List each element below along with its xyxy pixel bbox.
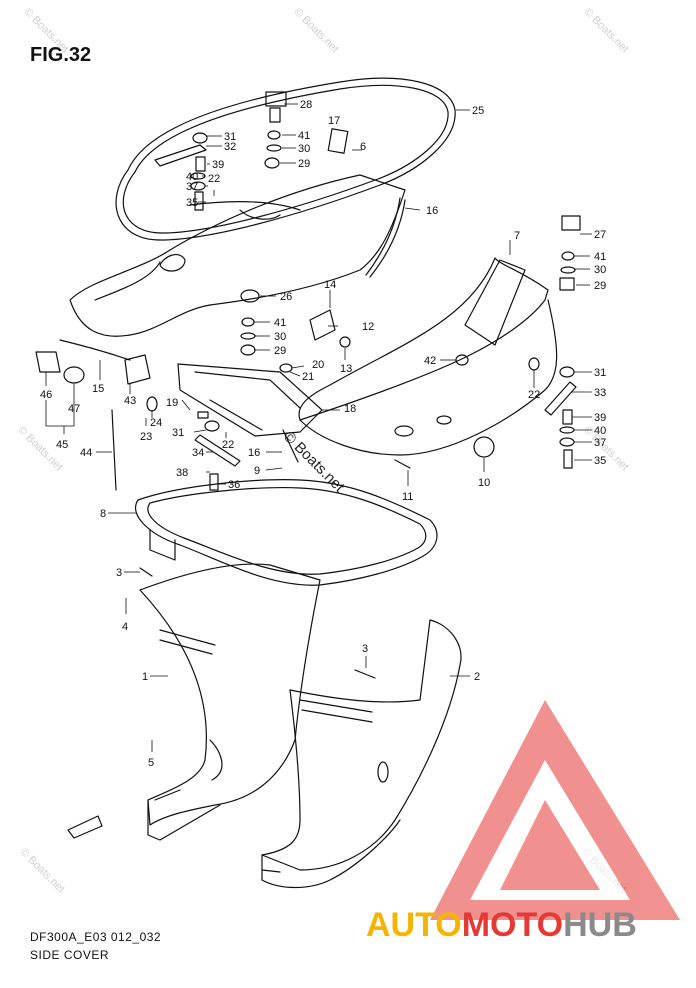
callout-37b: 37 bbox=[594, 437, 606, 449]
callout-23: 23 bbox=[140, 431, 152, 443]
lever-34 bbox=[194, 434, 241, 467]
callout-29b: 29 bbox=[594, 280, 606, 292]
callout-42: 42 bbox=[424, 355, 436, 367]
callout-13: 13 bbox=[340, 363, 352, 375]
callout-29c: 29 bbox=[274, 345, 286, 357]
frame-8 bbox=[135, 479, 438, 586]
callout-30: 30 bbox=[298, 143, 310, 155]
callout-34: 34 bbox=[192, 447, 204, 459]
callout-44: 44 bbox=[80, 447, 92, 459]
callout-4: 4 bbox=[122, 621, 128, 633]
callout-27: 27 bbox=[594, 229, 606, 241]
callout-16b: 16 bbox=[248, 447, 260, 459]
callout-30b: 30 bbox=[594, 264, 606, 276]
callout-41b: 41 bbox=[594, 251, 606, 263]
strip-16-mid bbox=[282, 429, 299, 463]
callout-35b: 35 bbox=[594, 455, 606, 467]
brand-logo-triangle bbox=[430, 700, 680, 920]
callout-35: 35 bbox=[186, 197, 198, 209]
callout-26: 26 bbox=[280, 291, 292, 303]
callout-29: 29 bbox=[298, 158, 310, 170]
grommet-46 bbox=[35, 351, 61, 373]
callout-18: 18 bbox=[344, 403, 356, 415]
strip-16-top bbox=[365, 197, 401, 276]
callout-22c: 22 bbox=[528, 389, 540, 401]
label-17 bbox=[327, 128, 349, 154]
callout-43: 43 bbox=[124, 395, 136, 407]
lever-32 bbox=[154, 144, 207, 167]
callout-19: 19 bbox=[166, 397, 178, 409]
callout-17: 17 bbox=[328, 115, 340, 127]
callout-6: 6 bbox=[360, 141, 366, 153]
callout-47: 47 bbox=[68, 403, 80, 415]
callout-33: 33 bbox=[594, 387, 606, 399]
callout-46: 46 bbox=[40, 389, 52, 401]
grommet-43 bbox=[124, 354, 151, 385]
callout-15: 15 bbox=[92, 383, 104, 395]
callout-5: 5 bbox=[148, 757, 154, 769]
lower-cover-2 bbox=[261, 619, 462, 889]
plug-47 bbox=[63, 366, 85, 384]
callout-28: 28 bbox=[300, 99, 312, 111]
callout-31c: 31 bbox=[594, 367, 606, 379]
fastener-26 bbox=[240, 289, 260, 303]
fastener-28 bbox=[265, 91, 287, 107]
fwd-arrow bbox=[67, 815, 103, 839]
top-cover-6 bbox=[69, 174, 406, 337]
callout-40b: 40 bbox=[594, 425, 606, 437]
cable-tie-44 bbox=[111, 409, 117, 491]
callout-10: 10 bbox=[478, 477, 490, 489]
callout-11: 11 bbox=[402, 491, 413, 503]
clip-3b bbox=[354, 669, 376, 679]
seal-ring-25 bbox=[115, 77, 456, 241]
bracket-12 bbox=[309, 309, 336, 341]
callout-8: 8 bbox=[100, 508, 106, 520]
callout-9: 9 bbox=[254, 465, 260, 477]
callout-37: 37 bbox=[186, 181, 198, 193]
brand-wordmark: AUTOMOTOHUB bbox=[366, 906, 637, 945]
fastener-27 bbox=[561, 215, 581, 231]
callout-20: 20 bbox=[312, 359, 324, 371]
callout-36: 36 bbox=[228, 479, 240, 491]
callout-1: 1 bbox=[142, 671, 148, 683]
callout-30c: 30 bbox=[274, 331, 286, 343]
callout-22: 22 bbox=[208, 173, 220, 185]
callout-39: 39 bbox=[212, 159, 224, 171]
callout-41: 41 bbox=[298, 130, 310, 142]
side-cover-7 bbox=[298, 257, 549, 421]
callout-2: 2 bbox=[474, 671, 480, 683]
clip-3a bbox=[139, 567, 153, 577]
callout-25: 25 bbox=[472, 105, 484, 117]
callout-41c: 41 bbox=[274, 317, 286, 329]
callout-22b: 22 bbox=[222, 439, 234, 451]
callout-16: 16 bbox=[426, 205, 438, 217]
figure-title: FIG.32 bbox=[30, 44, 92, 66]
callout-31b: 31 bbox=[172, 427, 184, 439]
callout-3b: 3 bbox=[362, 643, 368, 655]
callout-7: 7 bbox=[514, 230, 520, 242]
callout-12: 12 bbox=[362, 321, 374, 333]
callout-31: 31 bbox=[224, 131, 236, 143]
lever-33 bbox=[544, 381, 577, 416]
lower-cover-1 bbox=[139, 563, 321, 826]
callout-38: 38 bbox=[176, 467, 188, 479]
callout-45: 45 bbox=[56, 439, 68, 451]
seal-ring-25-inner bbox=[122, 84, 449, 234]
brand-part-auto: AUTO bbox=[366, 906, 462, 944]
diagram-subtitle: SIDE COVER bbox=[30, 948, 110, 962]
callout-32: 32 bbox=[224, 141, 236, 153]
hose-15 bbox=[59, 339, 131, 361]
callout-3: 3 bbox=[116, 567, 122, 579]
bracket-18 bbox=[177, 363, 323, 437]
callout-40: 40 bbox=[186, 171, 198, 183]
diagram-code: DF300A_E03 012_032 bbox=[30, 930, 162, 944]
brand-part-moto: MOTO bbox=[461, 906, 564, 944]
callout-21: 21 bbox=[302, 371, 314, 383]
callout-24: 24 bbox=[150, 417, 162, 429]
callout-14: 14 bbox=[324, 279, 336, 291]
callout-39b: 39 bbox=[594, 412, 606, 424]
brand-part-hub: HUB bbox=[563, 906, 637, 944]
